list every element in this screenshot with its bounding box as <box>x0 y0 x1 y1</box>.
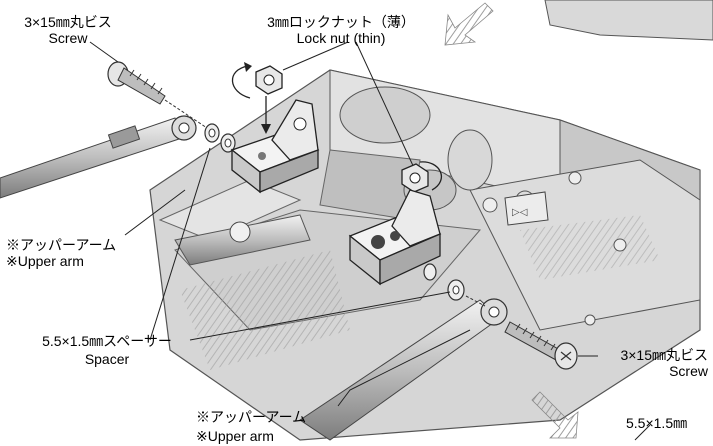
label-upper-arm-left-jp: ※アッパーアーム <box>6 237 117 253</box>
label-screw-top-jp: 3×15㎜丸ビス <box>24 14 112 30</box>
spacer-right-2 <box>447 279 465 301</box>
ball-stud-bracket-left <box>230 99 320 194</box>
leader-line <box>282 41 349 71</box>
screw-right <box>504 321 578 370</box>
ball-stud-bracket-right <box>348 189 442 286</box>
label-spacer-partial: 5.5×1.5㎜ <box>626 415 688 431</box>
label-locknut-jp: 3㎜ロックナット（薄） <box>267 14 415 30</box>
screw-left <box>107 61 166 105</box>
assembly-line <box>465 295 486 307</box>
label-spacer-jp: 5.5×1.5㎜スペーサー <box>42 333 172 349</box>
upper-arm-left <box>0 115 197 199</box>
direction-arrow-top <box>444 2 494 46</box>
label-upper-arm-left-en: ※Upper arm <box>6 253 84 269</box>
chassis-fragment <box>544 0 713 41</box>
label-screw-top-en: Screw <box>48 30 88 46</box>
upper-arm-bottom <box>299 298 508 441</box>
assembly-line <box>164 99 211 131</box>
label-spacer-en: Spacer <box>84 351 130 367</box>
direction-arrow-bottom <box>531 391 579 439</box>
leader-line <box>355 41 416 171</box>
label-upper-arm-bottom-en: ※Upper arm <box>196 428 274 444</box>
spacer-left-1 <box>204 123 220 143</box>
spacer-left-2 <box>220 133 236 153</box>
lock-nut-top <box>231 62 283 134</box>
label-locknut-en: Lock nut (thin) <box>296 30 386 46</box>
label-upper-arm-bottom-jp: ※アッパーアーム <box>196 409 307 425</box>
spacer-right-1 <box>423 263 437 281</box>
leader-lines <box>89 41 651 441</box>
svg-text:▷◁: ▷◁ <box>512 207 528 218</box>
label-screw-right-en: Screw <box>669 363 708 379</box>
label-screw-right-jp: 3×15㎜丸ビス <box>620 347 708 363</box>
